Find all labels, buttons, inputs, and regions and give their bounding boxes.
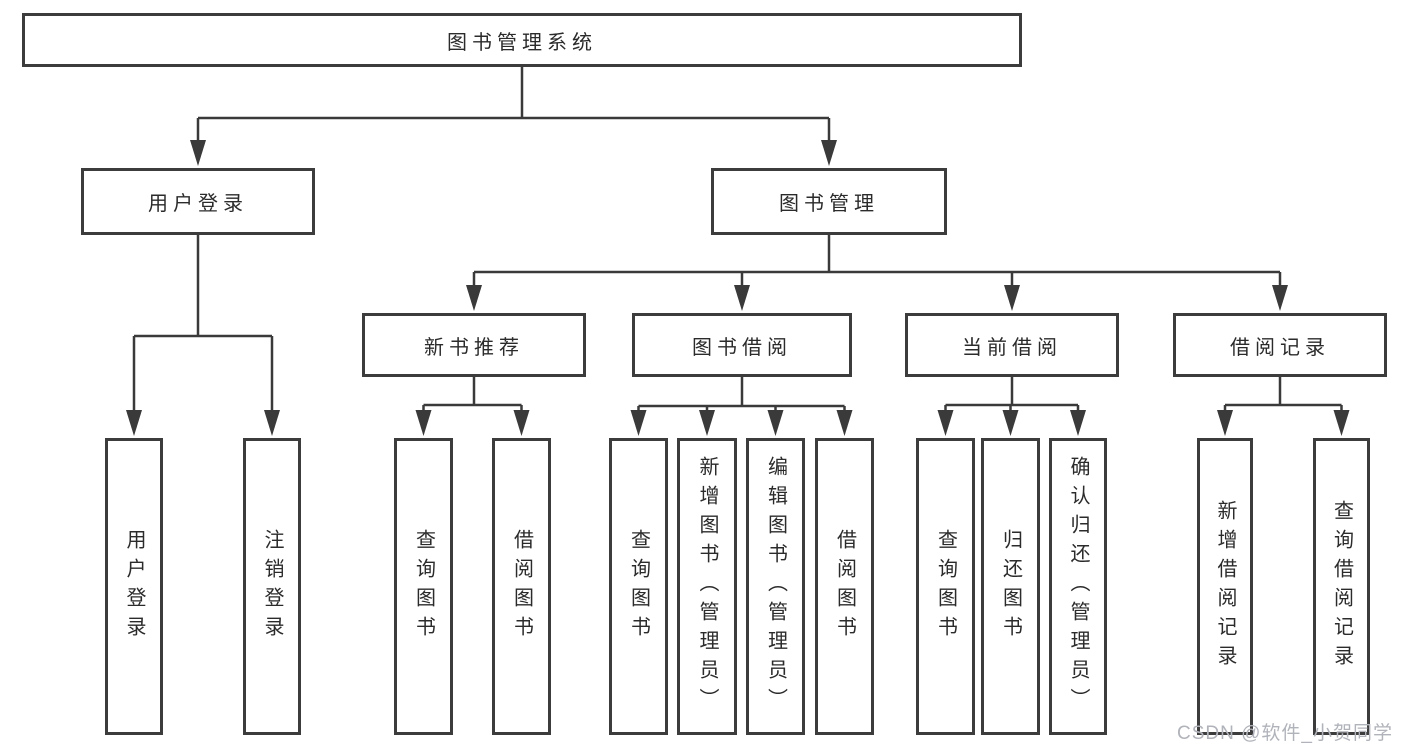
node-label: 图书管理: [779, 193, 879, 215]
node-label: 查询借阅记录: [1330, 499, 1353, 674]
node-borrow-books-borrowing: 借阅图书: [815, 438, 874, 735]
node-confirm-return-admin: 确认归还（管理员）: [1049, 438, 1107, 735]
node-label: 查询图书: [412, 528, 435, 645]
node-label: 新增图书（管理员）: [696, 456, 718, 717]
node-borrow-books-recommend: 借阅图书: [492, 438, 551, 735]
node-label: 编辑图书（管理员）: [764, 456, 787, 717]
node-root-system: 图书管理系统: [22, 13, 1022, 67]
node-label: 图书借阅: [692, 336, 792, 359]
node-label: 新书推荐: [424, 336, 524, 359]
tree-edges: [132, 67, 1343, 412]
node-query-books-borrowing: 查询图书: [609, 438, 668, 735]
node-label: 注销登录: [261, 528, 283, 645]
node-label: 图书管理系统: [447, 31, 597, 54]
node-return-books: 归还图书: [981, 438, 1040, 735]
node-user-login-module: 用户登录: [81, 168, 315, 235]
node-label: 查询图书: [627, 528, 650, 645]
node-query-books-recommend: 查询图书: [394, 438, 453, 735]
node-borrowing-records: 借阅记录: [1173, 313, 1387, 377]
csdn-watermark: CSDN @软件_小贺同学: [1177, 723, 1393, 744]
node-query-borrow-record: 查询借阅记录: [1313, 438, 1370, 735]
node-current-borrowing: 当前借阅: [905, 313, 1119, 377]
node-label: 归还图书: [999, 528, 1022, 645]
node-add-borrow-record: 新增借阅记录: [1197, 438, 1253, 735]
node-logout-action: 注销登录: [243, 438, 301, 735]
node-label: 用户登录: [148, 193, 248, 215]
node-label: 查询图书: [934, 528, 957, 645]
node-label: 用户登录: [123, 528, 145, 645]
node-label: 借阅记录: [1230, 336, 1330, 359]
node-label: 借阅图书: [833, 528, 856, 645]
arrowheads: [126, 140, 1350, 436]
node-add-books-admin: 新增图书（管理员）: [677, 438, 737, 735]
node-book-management-module: 图书管理: [711, 168, 947, 235]
node-book-borrowing: 图书借阅: [632, 313, 852, 377]
node-label: 新增借阅记录: [1214, 499, 1236, 674]
node-query-books-current: 查询图书: [916, 438, 975, 735]
node-label: 确认归还（管理员）: [1067, 456, 1089, 717]
node-label: 当前借阅: [962, 336, 1062, 359]
node-user-login-action: 用户登录: [105, 438, 163, 735]
node-label: 借阅图书: [510, 528, 533, 645]
node-edit-books-admin: 编辑图书（管理员）: [746, 438, 805, 735]
node-new-book-recommend: 新书推荐: [362, 313, 586, 377]
